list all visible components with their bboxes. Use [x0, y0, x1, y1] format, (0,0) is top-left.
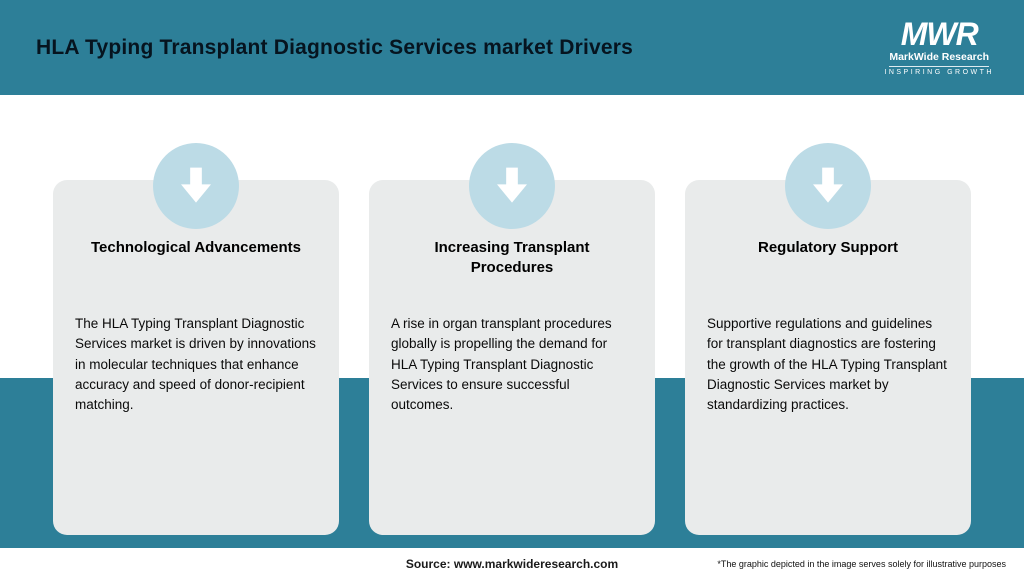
- down-arrow-icon: [181, 167, 211, 203]
- logo-name: MarkWide Research: [889, 52, 990, 67]
- driver-card-increasing-transplant-procedures: Increasing Transplant Procedures A rise …: [369, 180, 655, 535]
- header-banner: HLA Typing Transplant Diagnostic Service…: [0, 0, 1024, 95]
- card-body: The HLA Typing Transplant Diagnostic Ser…: [75, 316, 316, 412]
- driver-card-technological-advancements: Technological Advancements The HLA Typin…: [53, 180, 339, 535]
- arrow-badge: [469, 143, 555, 229]
- markwide-research-logo: MWR MarkWide Research INSPIRING GROWTH: [884, 18, 994, 76]
- disclaimer-text: *The graphic depicted in the image serve…: [711, 559, 1006, 569]
- card-title: Regulatory Support: [757, 239, 898, 256]
- card-body: Supportive regulations and guidelines fo…: [707, 316, 947, 412]
- card-title: Increasing Transplant Procedures: [434, 239, 590, 277]
- down-arrow-icon: [813, 167, 843, 203]
- logo-monogram: MWR: [900, 16, 979, 53]
- arrow-badge: [153, 143, 239, 229]
- card-title: Technological Advancements: [90, 239, 302, 256]
- logo-tagline: INSPIRING GROWTH: [884, 68, 994, 76]
- source-text: Source: www.markwideresearch.com: [405, 557, 619, 571]
- driver-card-regulatory-support: Regulatory Support Supportive regulation…: [685, 180, 971, 535]
- page-title: HLA Typing Transplant Diagnostic Service…: [36, 35, 634, 59]
- arrow-badge: [785, 143, 871, 229]
- card-body: A rise in organ transplant procedures gl…: [391, 316, 612, 412]
- down-arrow-icon: [497, 167, 527, 203]
